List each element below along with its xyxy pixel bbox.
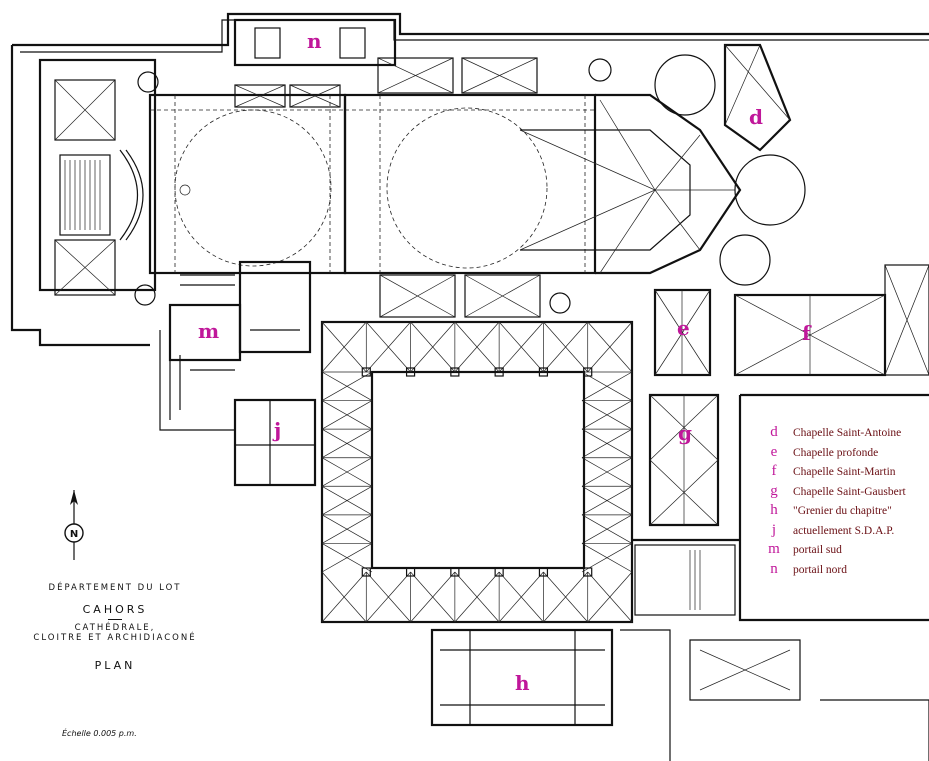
cloister-outer	[320, 320, 634, 624]
title-building-2: CLOITRE ET ARCHIDIACONÉ	[33, 633, 197, 643]
dome-west	[174, 109, 332, 267]
west-narthex	[38, 58, 157, 292]
scale-note: Échelle 0.005 p.m.	[62, 729, 137, 738]
legend-text-n: portail nord	[793, 563, 847, 576]
compass-north-letter: N	[70, 529, 78, 540]
title-department: DÉPARTEMENT DU LOT	[48, 583, 182, 593]
label-g: g	[678, 421, 692, 445]
choir	[595, 93, 742, 275]
legend-letter-j: j	[771, 521, 777, 538]
nave-bay-west	[148, 93, 347, 275]
legend-letter-g: g	[770, 482, 778, 499]
nave-bay-east	[343, 93, 597, 275]
legend-letter-n: n	[770, 560, 778, 577]
cloister-garth	[370, 370, 586, 570]
title-building-1: CATHÉDRALE,	[74, 623, 156, 633]
building-j	[233, 398, 317, 487]
label-n: n	[307, 29, 322, 53]
legend-text-f: Chapelle Saint-Martin	[793, 466, 896, 478]
legend-letter-h: h	[770, 502, 778, 518]
legend-text-g: Chapelle Saint-Gausbert	[793, 485, 906, 498]
label-d: d	[749, 105, 763, 129]
legend-text-e: Chapelle profonde	[793, 446, 879, 459]
apse-chapel-east	[734, 154, 806, 226]
legend-text-h: "Grenier du chapitre"	[793, 505, 892, 517]
chapel-d	[723, 43, 792, 152]
label-j: j	[272, 418, 281, 442]
label-h: h	[515, 671, 530, 695]
building-h	[430, 628, 614, 727]
chapel-e	[653, 288, 712, 377]
north-portal	[233, 18, 397, 67]
title-plan: PLAN	[94, 659, 136, 672]
dome-east	[386, 107, 548, 269]
south-side-bays	[379, 274, 541, 318]
legend-text-j: actuellement S.D.A.P.	[793, 524, 895, 537]
apse-chapel-north	[654, 54, 716, 116]
legend-text-m: portail sud	[793, 544, 842, 556]
legend-text-d: Chapelle Saint-Antoine	[793, 427, 902, 439]
label-e: e	[677, 316, 690, 340]
label-m: m	[198, 319, 219, 343]
legend-letter-f: f	[771, 463, 777, 479]
compass: N	[64, 490, 84, 560]
label-f: f	[802, 321, 812, 345]
north-side-bays	[234, 57, 538, 108]
legend-letter-d: d	[770, 424, 778, 440]
legend-letter-m: m	[768, 541, 780, 557]
outer-wall-west	[10, 12, 929, 347]
legend-letter-e: e	[770, 443, 778, 460]
outer-wall-east	[632, 393, 929, 622]
title-block: DÉPARTEMENT DU LOT CAHORS CATHÉDRALE, CL…	[20, 583, 210, 672]
cloister-vaults	[321, 321, 633, 623]
spiral-stairs	[134, 58, 612, 314]
title-city: CAHORS	[82, 603, 148, 616]
